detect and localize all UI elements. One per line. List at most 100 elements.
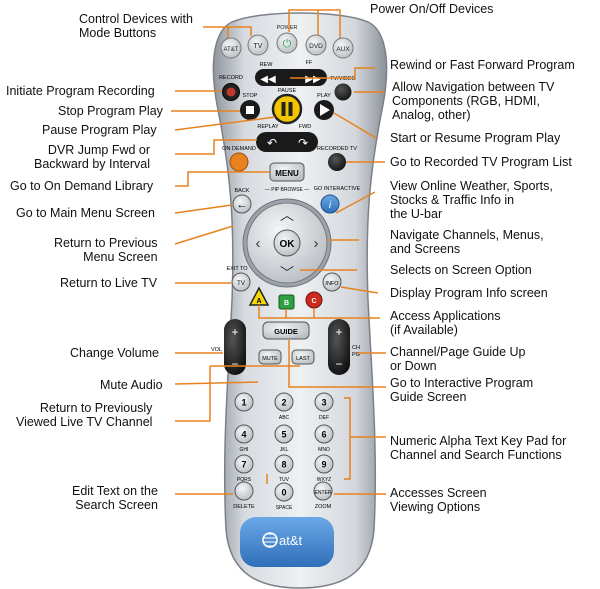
key-6-letters: MNO xyxy=(318,447,330,453)
key-5-label: 5 xyxy=(281,430,286,440)
pause-button[interactable] xyxy=(271,93,303,125)
key-3-button[interactable] xyxy=(314,392,334,412)
record-label: RECORD xyxy=(219,75,243,81)
key-6-label: 6 xyxy=(321,430,326,440)
pause-label: PAUSE xyxy=(278,88,297,94)
key-2-button[interactable] xyxy=(274,392,294,412)
callout-applications: Access Applications(if Available) xyxy=(390,309,501,337)
callout-start-resume: Start or Resume Program Play xyxy=(390,131,561,145)
key-7-letters: PQRS xyxy=(237,477,252,483)
power-button[interactable] xyxy=(276,32,298,54)
key-7-label: 7 xyxy=(241,460,246,470)
mode-button-tv[interactable] xyxy=(247,34,269,56)
callout-online-info: View Online Weather, Sports,Stocks & Tra… xyxy=(390,179,553,221)
exit-to-label: EXIT TO xyxy=(226,266,248,272)
key-3-label: 3 xyxy=(321,398,326,408)
callout-live-tv: Return to Live TV xyxy=(60,276,158,290)
callout-recorded-list: Go to Recorded TV Program List xyxy=(390,155,572,169)
tv-video-button[interactable] xyxy=(334,83,352,101)
channel-rocker[interactable] xyxy=(328,319,350,375)
key-4-button[interactable] xyxy=(234,424,254,444)
callout-selects: Selects on Screen Option xyxy=(390,263,532,277)
play-icon xyxy=(320,104,330,116)
callout-main-menu: Go to Main Menu Screen xyxy=(16,206,155,220)
callout-navigate: Navigate Channels, Menus,and Screens xyxy=(390,228,544,256)
back-arrow-icon: ← xyxy=(237,199,248,211)
up-arrow-icon[interactable]: ︿ xyxy=(280,207,294,223)
play-label: PLAY xyxy=(317,93,331,99)
key-7-button[interactable] xyxy=(234,454,254,474)
mode-button-aux[interactable] xyxy=(332,37,354,59)
tv-video-label: TV/VIDEO xyxy=(330,76,356,82)
delete-label: DELETE xyxy=(233,504,255,510)
callout-program-info: Display Program Info screen xyxy=(390,286,548,300)
on-demand-button[interactable] xyxy=(229,152,249,172)
recorded-tv-label: RECORDED TV xyxy=(317,146,357,152)
recorded-tv-button[interactable] xyxy=(328,153,346,171)
guide-button[interactable] xyxy=(262,321,310,340)
exit-to-tv-button[interactable] xyxy=(231,272,251,292)
replay-label: REPLAY xyxy=(257,124,279,130)
key-1-label: 1 xyxy=(241,398,246,408)
down-arrow-icon[interactable]: ﹀ xyxy=(280,265,294,281)
key-6-button[interactable] xyxy=(314,424,334,444)
enter-label: ENTER xyxy=(315,490,332,496)
mode-att-label: AT&T xyxy=(224,47,239,53)
remote-body xyxy=(212,12,388,589)
key-5-button[interactable] xyxy=(274,424,294,444)
key-3-letters: DEF xyxy=(319,415,329,421)
callout-stop: Stop Program Play xyxy=(58,104,163,118)
mute-button[interactable] xyxy=(258,349,282,365)
enter-button[interactable] xyxy=(313,481,333,501)
b-label: B xyxy=(284,300,289,307)
replay-icon: ↶ xyxy=(267,136,277,150)
ff-label: FF xyxy=(306,60,313,66)
callout-rewind-ff: Rewind or Fast Forward Program xyxy=(390,58,575,72)
volume-rocker[interactable] xyxy=(224,319,246,375)
volume-up-icon: + xyxy=(231,325,238,339)
key-2-label: 2 xyxy=(281,398,286,408)
key-9-label: 9 xyxy=(321,460,326,470)
fast-forward-icon: ▶▶ xyxy=(305,74,321,85)
key-8-letters: TUV xyxy=(279,477,290,483)
last-button[interactable] xyxy=(291,349,315,365)
mode-button-dvd[interactable] xyxy=(305,34,327,56)
right-arrow-icon[interactable]: › xyxy=(314,235,319,252)
left-arrow-icon[interactable]: ‹ xyxy=(256,235,261,252)
key-8-button[interactable] xyxy=(274,454,294,474)
info-button[interactable] xyxy=(322,272,342,292)
fwd-icon: ↷ xyxy=(298,136,308,150)
key-0-letters: SPACE xyxy=(276,505,293,511)
pause-icon xyxy=(281,102,286,116)
guide-label: GUIDE xyxy=(274,327,298,336)
key-9-letters: WXYZ xyxy=(317,477,331,483)
mode-button-att[interactable] xyxy=(220,37,242,59)
mode-dvd-label: DVD xyxy=(309,43,323,50)
go-interactive-button[interactable] xyxy=(320,194,340,214)
callout-mute: Mute Audio xyxy=(100,378,163,392)
ok-button[interactable] xyxy=(273,229,301,257)
stop-label: STOP xyxy=(243,93,258,99)
callout-volume: Change Volume xyxy=(70,346,159,360)
pg-label: PG xyxy=(352,352,360,358)
back-label: BACK xyxy=(235,188,250,194)
delete-button[interactable] xyxy=(234,481,254,501)
key-9-button[interactable] xyxy=(314,454,334,474)
replay-fwd-rocker[interactable] xyxy=(256,132,318,152)
callout-record: Initiate Program Recording xyxy=(6,84,155,98)
key-1-button[interactable] xyxy=(234,392,254,412)
key-5-letters: JKL xyxy=(280,447,289,453)
brand-panel xyxy=(240,517,334,567)
key-0-button[interactable] xyxy=(274,482,294,502)
power-label: POWER xyxy=(277,25,298,31)
info-i-icon: i xyxy=(329,200,332,211)
exit-tv-label: TV xyxy=(237,281,245,287)
back-button[interactable] xyxy=(232,194,252,214)
key-2-letters: ABC xyxy=(279,415,290,421)
leader-lines xyxy=(171,9,386,495)
